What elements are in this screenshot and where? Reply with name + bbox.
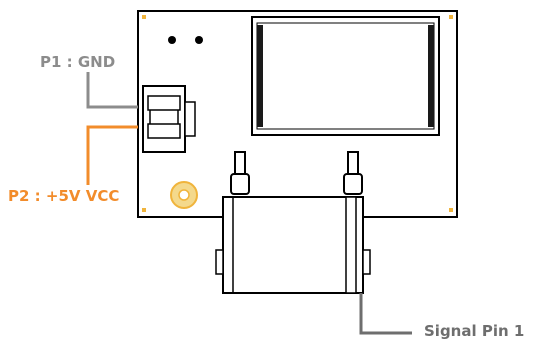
corner-pad-tr	[449, 15, 453, 19]
signal-pin-label: Signal Pin 1	[424, 322, 525, 340]
vcc-leader-line	[86, 125, 138, 185]
sata-connector	[215, 196, 371, 294]
corner-pad-tl	[142, 15, 146, 19]
latch-post-left	[230, 151, 250, 195]
p2-vcc-label: P2 : +5V VCC	[8, 187, 120, 205]
mount-hole-1	[168, 36, 176, 44]
gnd-leader-line	[86, 72, 138, 109]
power-connector	[142, 85, 196, 153]
flash-chip	[251, 16, 440, 136]
gold-mount-pad	[170, 181, 198, 209]
signal-leader-line	[359, 293, 412, 335]
corner-pad-bl	[142, 208, 146, 212]
p1-gnd-label: P1 : GND	[40, 53, 116, 71]
mount-hole-2	[195, 36, 203, 44]
corner-pad-br	[449, 208, 453, 212]
latch-post-right	[343, 151, 363, 195]
